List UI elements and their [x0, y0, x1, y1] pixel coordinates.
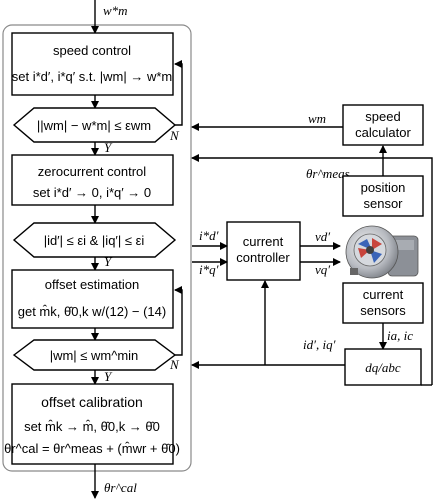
- offset-estimation-body: get m̂k, θ̂0,k w/(12) − (14): [18, 304, 166, 319]
- speed-check-decision: ||wm| − w*m| ≤ εwm: [12, 107, 177, 143]
- current-check-condition: |id′| ≤ εi & |iq′| ≤ εi: [44, 233, 145, 248]
- signal-vq: vq′: [315, 262, 330, 277]
- zerocurrent-control-body: set i*d′ → 0, i*q′ → 0: [33, 185, 151, 200]
- input-label: w*m: [103, 3, 128, 18]
- signal-wm: wm: [308, 111, 326, 126]
- min-speed-check-yes: Y: [104, 369, 113, 384]
- signal-id-iq: id′, iq′: [303, 337, 336, 352]
- offset-calibration-line2: θr^cal = θr^meas + (m̂wr + θ̂0): [4, 441, 180, 456]
- offset-estimation-block: offset estimation get m̂k, θ̂0,k w/(12) …: [11, 269, 174, 329]
- offset-calibration-line1: set m̂k → m̂, θ̂0,k → θ̂0: [24, 419, 160, 434]
- offset-calibration-title: offset calibration: [41, 394, 143, 410]
- offset-estimation-title: offset estimation: [45, 277, 139, 292]
- min-speed-check-decision: |wm| ≤ wm^min: [12, 339, 177, 371]
- speed-control-title: speed control: [53, 43, 131, 58]
- signal-iq-ref: i*q′: [199, 262, 219, 277]
- signal-theta-meas: θr^meas: [306, 166, 350, 181]
- signal-vd: vd′: [315, 229, 330, 244]
- motor-photo: [345, 225, 419, 279]
- speed-check-yes: Y: [104, 140, 113, 155]
- current-check-decision: |id′| ≤ εi & |iq′| ≤ εi: [12, 222, 177, 258]
- offset-calibration-block: offset calibration set m̂k → m̂, θ̂0,k →…: [4, 383, 180, 465]
- current-check-yes: Y: [104, 254, 113, 269]
- speed-control-block: speed control set i*d′, i*q′ s.t. |wm| →…: [11, 32, 174, 96]
- signal-id-ref: i*d′: [199, 228, 219, 243]
- speed-check-condition: ||wm| − w*m| ≤ εwm: [37, 118, 151, 133]
- signal-ia-ic: ia, ic: [387, 328, 413, 343]
- min-speed-check-condition: |wm| ≤ wm^min: [50, 348, 139, 363]
- dq-abc-label: dq/abc: [365, 360, 401, 375]
- dq-abc-block: dq/abc: [344, 348, 422, 386]
- zerocurrent-control-block: zerocurrent control set i*d′ → 0, i*q′ →…: [11, 154, 174, 206]
- speed-control-body: set i*d′, i*q′ s.t. |wm| → w*m: [12, 69, 172, 84]
- output-label: θr^cal: [104, 480, 137, 495]
- algorithm-frame: [2, 24, 192, 472]
- min-speed-check-no: N: [169, 357, 180, 372]
- speed-check-no: N: [169, 128, 180, 143]
- zerocurrent-control-title: zerocurrent control: [38, 164, 146, 179]
